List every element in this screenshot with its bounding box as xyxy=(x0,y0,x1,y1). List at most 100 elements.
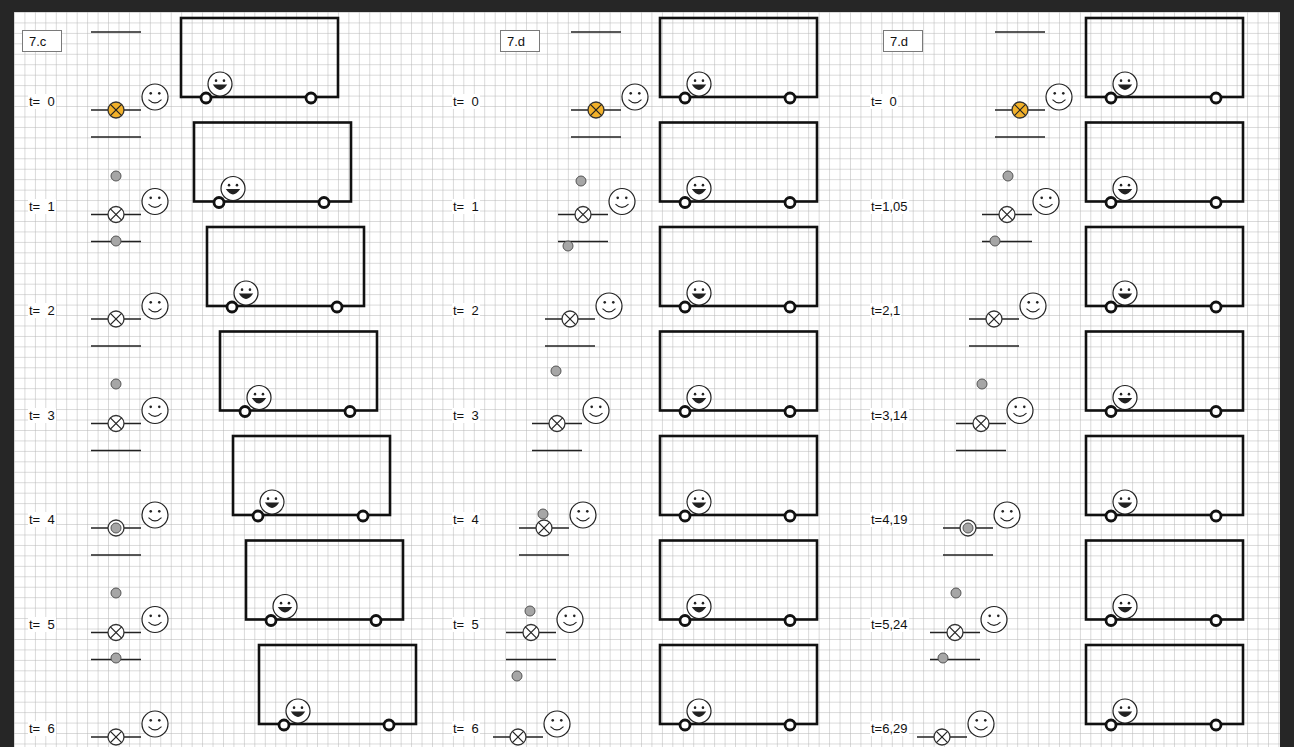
eye xyxy=(149,510,152,513)
cross xyxy=(110,209,121,220)
mouth xyxy=(692,607,706,612)
wheel xyxy=(1211,93,1221,103)
light-clock xyxy=(523,625,539,641)
light-clock xyxy=(999,207,1015,223)
eye xyxy=(280,602,283,605)
mirror xyxy=(519,554,569,555)
wheel xyxy=(680,511,690,521)
person xyxy=(609,189,635,215)
photon xyxy=(951,588,961,598)
column-heading-box: 7.d xyxy=(883,30,923,52)
eye xyxy=(694,497,697,500)
eye xyxy=(1120,288,1123,291)
eye xyxy=(573,615,576,618)
eye xyxy=(694,184,697,187)
mirror xyxy=(571,31,621,32)
person xyxy=(142,189,168,215)
eye xyxy=(560,719,563,722)
eye xyxy=(288,602,291,605)
cross xyxy=(538,522,549,533)
wagon xyxy=(660,436,817,515)
eye xyxy=(694,602,697,605)
photon xyxy=(512,671,522,681)
eye xyxy=(158,615,161,618)
wheel xyxy=(319,198,329,208)
mirror xyxy=(969,345,1019,346)
mouth xyxy=(988,622,1001,625)
person xyxy=(260,490,284,514)
wagon xyxy=(1086,541,1243,620)
eye xyxy=(984,719,987,722)
time-label: t= 5 xyxy=(452,617,480,632)
eye xyxy=(702,602,705,605)
light-clock xyxy=(549,416,565,432)
cross xyxy=(538,522,549,533)
cross xyxy=(577,209,588,220)
eye xyxy=(149,301,152,304)
eye xyxy=(702,184,705,187)
wheel xyxy=(1211,198,1221,208)
photon xyxy=(990,236,1000,246)
mouth xyxy=(616,204,629,207)
person xyxy=(273,595,297,619)
wheel xyxy=(785,720,795,730)
wagon xyxy=(246,541,403,620)
eye xyxy=(1053,92,1056,95)
light-clock xyxy=(575,207,591,223)
eye xyxy=(702,288,705,291)
person xyxy=(142,607,168,633)
eye xyxy=(590,406,593,409)
eye xyxy=(599,406,602,409)
light-clock xyxy=(108,311,124,327)
light-clock xyxy=(986,311,1002,327)
cross xyxy=(551,418,562,429)
eye xyxy=(997,615,1000,618)
photon xyxy=(525,606,535,616)
eye xyxy=(702,497,705,500)
eye xyxy=(158,197,161,200)
paper xyxy=(14,12,1280,747)
mirror xyxy=(982,241,1032,242)
time-label: t= 4 xyxy=(28,512,56,527)
eye xyxy=(262,393,265,396)
cross xyxy=(988,313,999,324)
cross xyxy=(564,313,575,324)
person xyxy=(687,595,711,619)
time-label: t= 0 xyxy=(452,94,480,109)
time-label: t= 1 xyxy=(28,199,56,214)
cross xyxy=(1014,104,1025,115)
eye xyxy=(638,92,641,95)
time-label: t=3,14 xyxy=(870,408,909,423)
mouth xyxy=(692,503,706,508)
wagon xyxy=(1086,332,1243,411)
cross xyxy=(525,627,536,638)
cross xyxy=(110,104,121,115)
wheel xyxy=(680,407,690,417)
wheel xyxy=(1211,720,1221,730)
wheel xyxy=(240,407,250,417)
eye xyxy=(223,79,226,82)
person xyxy=(687,699,711,723)
eye xyxy=(149,197,152,200)
photon xyxy=(111,171,121,181)
mouth xyxy=(213,85,227,90)
mirror xyxy=(995,136,1045,137)
wheel xyxy=(1211,302,1221,312)
eye xyxy=(158,406,161,409)
column-heading: 7.d xyxy=(507,34,533,49)
wheel xyxy=(1211,407,1221,417)
mouth xyxy=(149,204,162,207)
eye xyxy=(1010,510,1013,513)
eye xyxy=(149,92,152,95)
eye xyxy=(702,393,705,396)
person xyxy=(687,281,711,305)
cross xyxy=(577,209,588,220)
eye xyxy=(551,719,554,722)
eye xyxy=(1001,510,1004,513)
wheel xyxy=(345,407,355,417)
person xyxy=(1113,595,1137,619)
eye xyxy=(1128,79,1131,82)
cross xyxy=(525,627,536,638)
light-clock xyxy=(108,729,124,745)
person xyxy=(687,386,711,410)
